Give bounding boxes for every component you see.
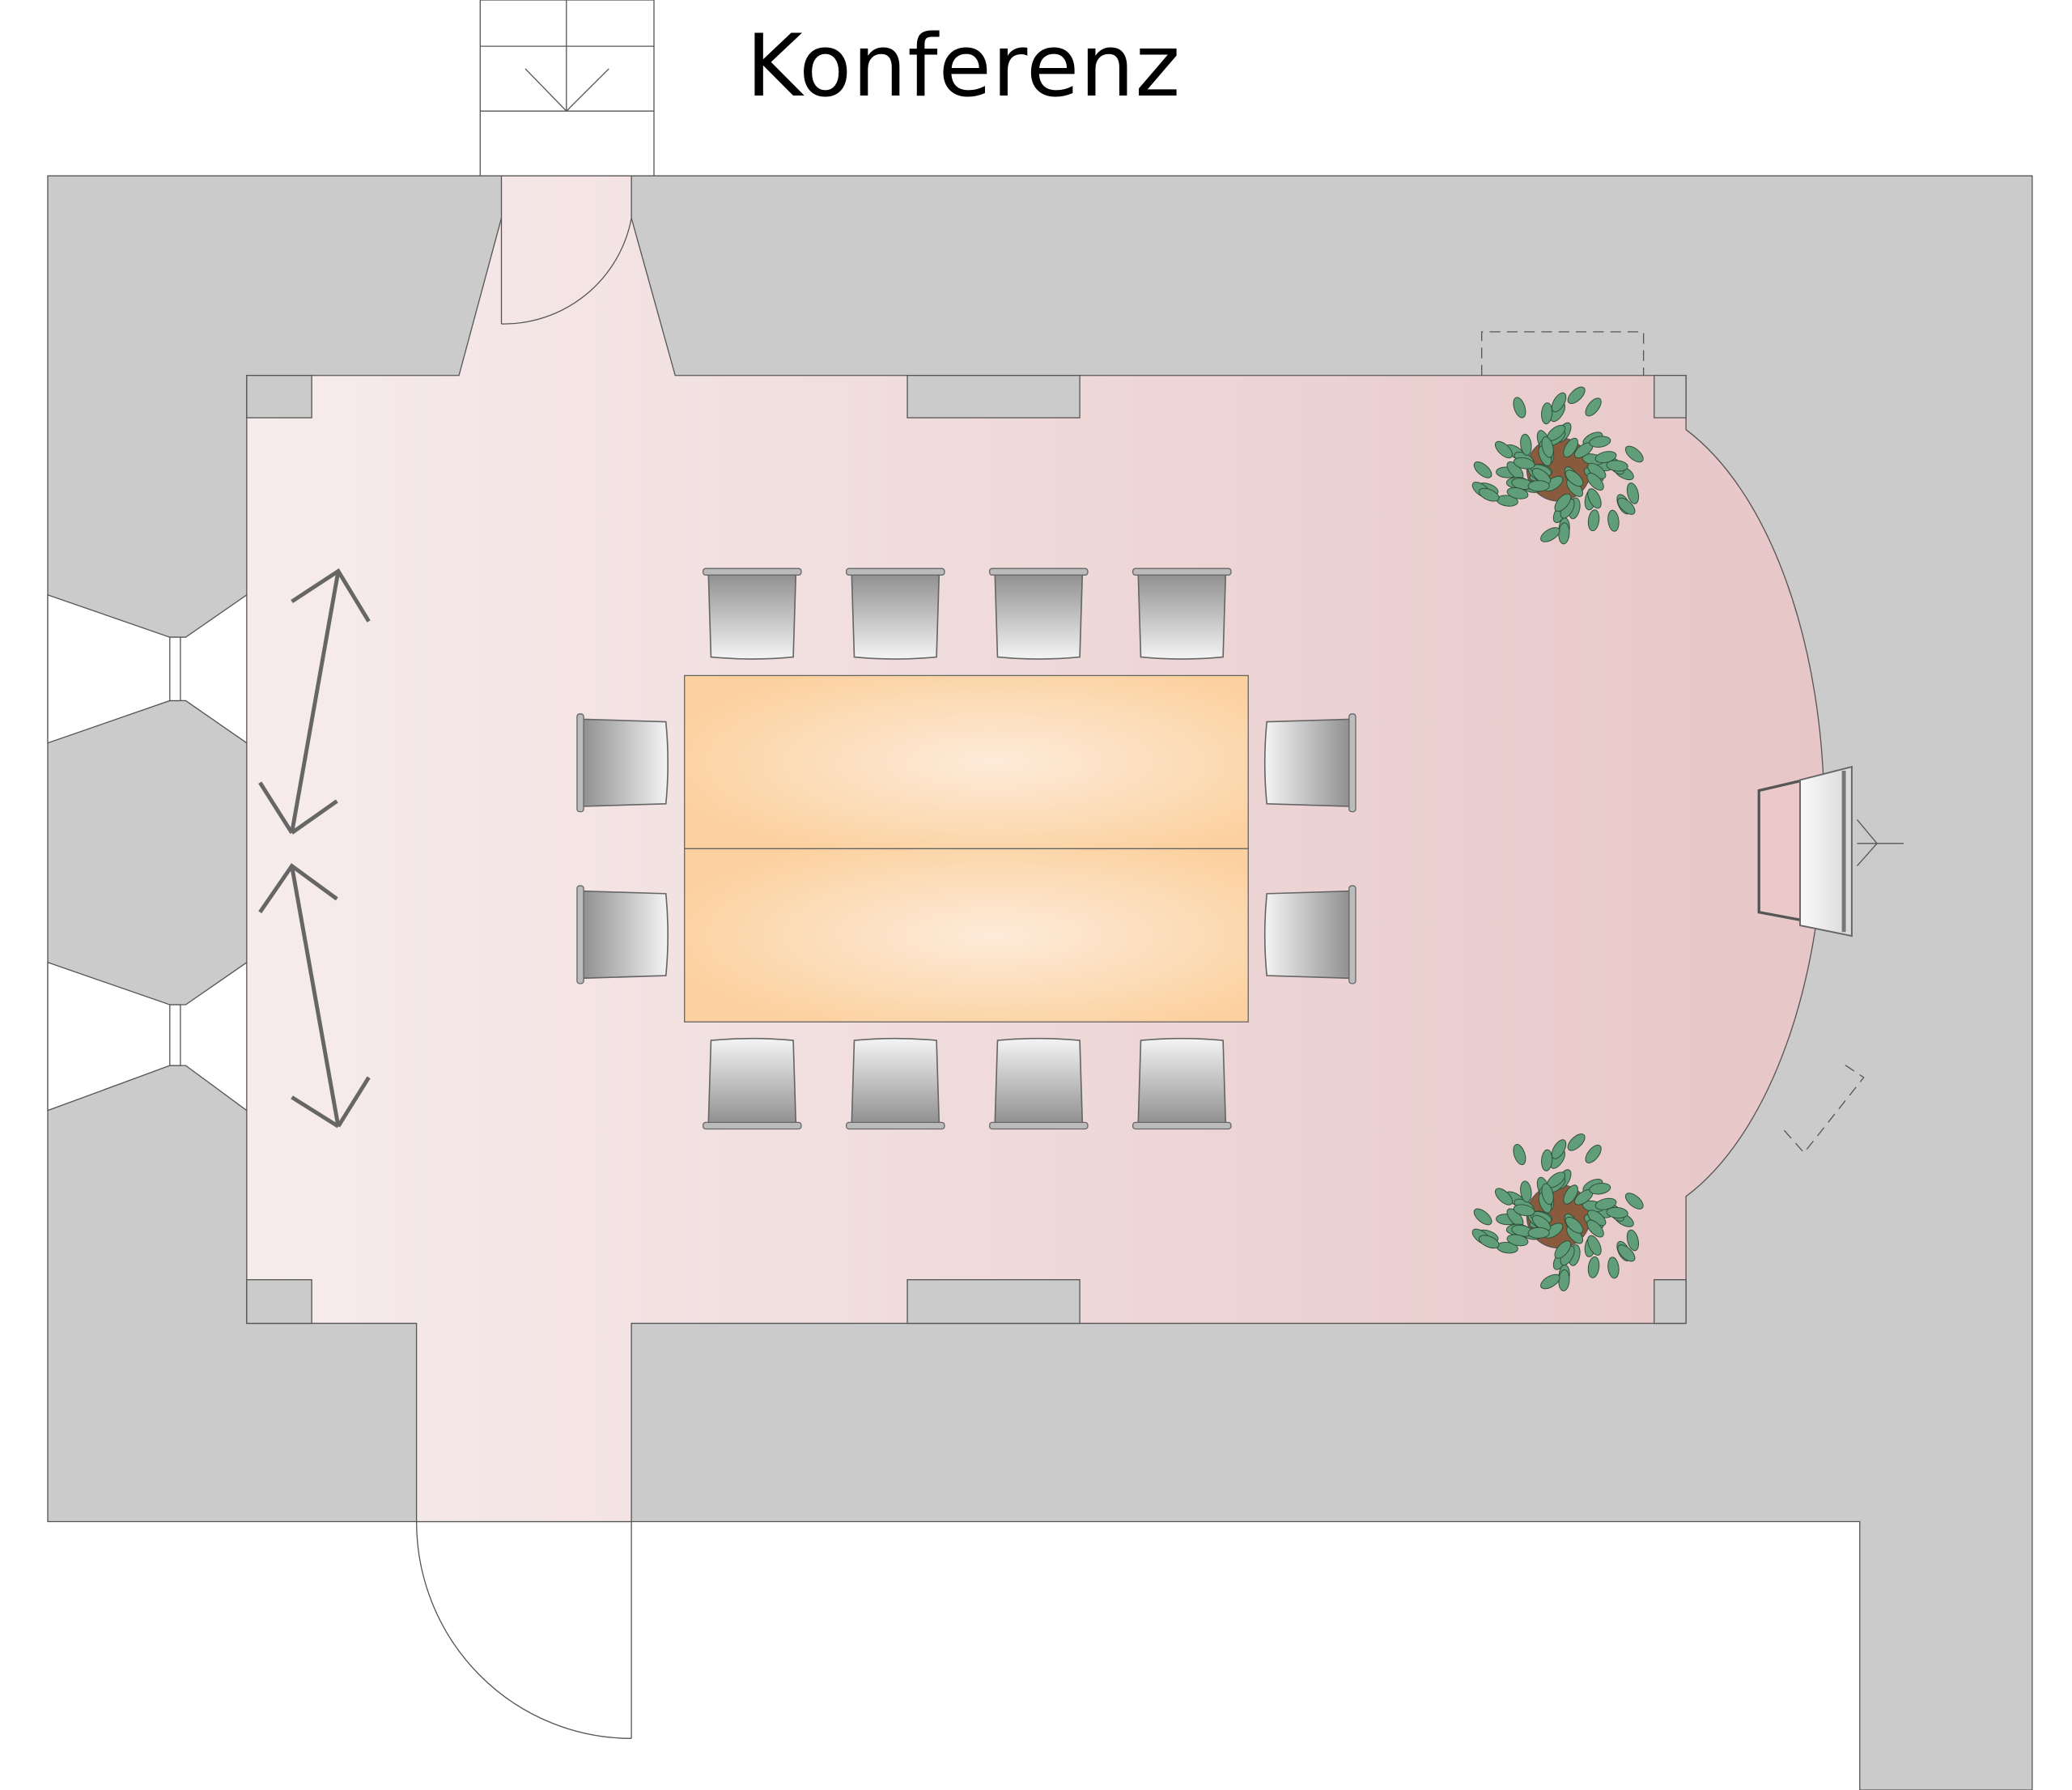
chair (988, 568, 1089, 660)
chair (1263, 885, 1357, 984)
chair (702, 568, 802, 660)
plants (1471, 386, 1644, 1291)
chair (988, 1037, 1089, 1130)
staircase (479, 0, 655, 176)
potted-plant-icon (1471, 1133, 1644, 1291)
chair (845, 1037, 945, 1130)
pillars (246, 375, 1687, 1324)
window-bottom (47, 961, 248, 1112)
chair (1132, 568, 1232, 660)
stair-direction-arrow-icon (524, 68, 609, 113)
projection-screen (1757, 765, 1904, 938)
chairs (576, 568, 1357, 1130)
room-title: Konferenz (746, 16, 1182, 116)
folding-partition-arrows (258, 568, 371, 1129)
chair (702, 1037, 802, 1130)
window-top (47, 593, 248, 744)
potted-plant-icon (1471, 386, 1644, 545)
dashed-niche (1481, 331, 1645, 376)
door-top[interactable] (500, 218, 632, 325)
dashed-niche-bay (1783, 1063, 1865, 1154)
door-bottom[interactable] (415, 1521, 632, 1739)
chair (845, 568, 945, 660)
chair (576, 885, 669, 984)
chair (1132, 1037, 1232, 1130)
chair (576, 713, 669, 813)
chair (1263, 713, 1357, 813)
conference-table (684, 674, 1249, 1023)
